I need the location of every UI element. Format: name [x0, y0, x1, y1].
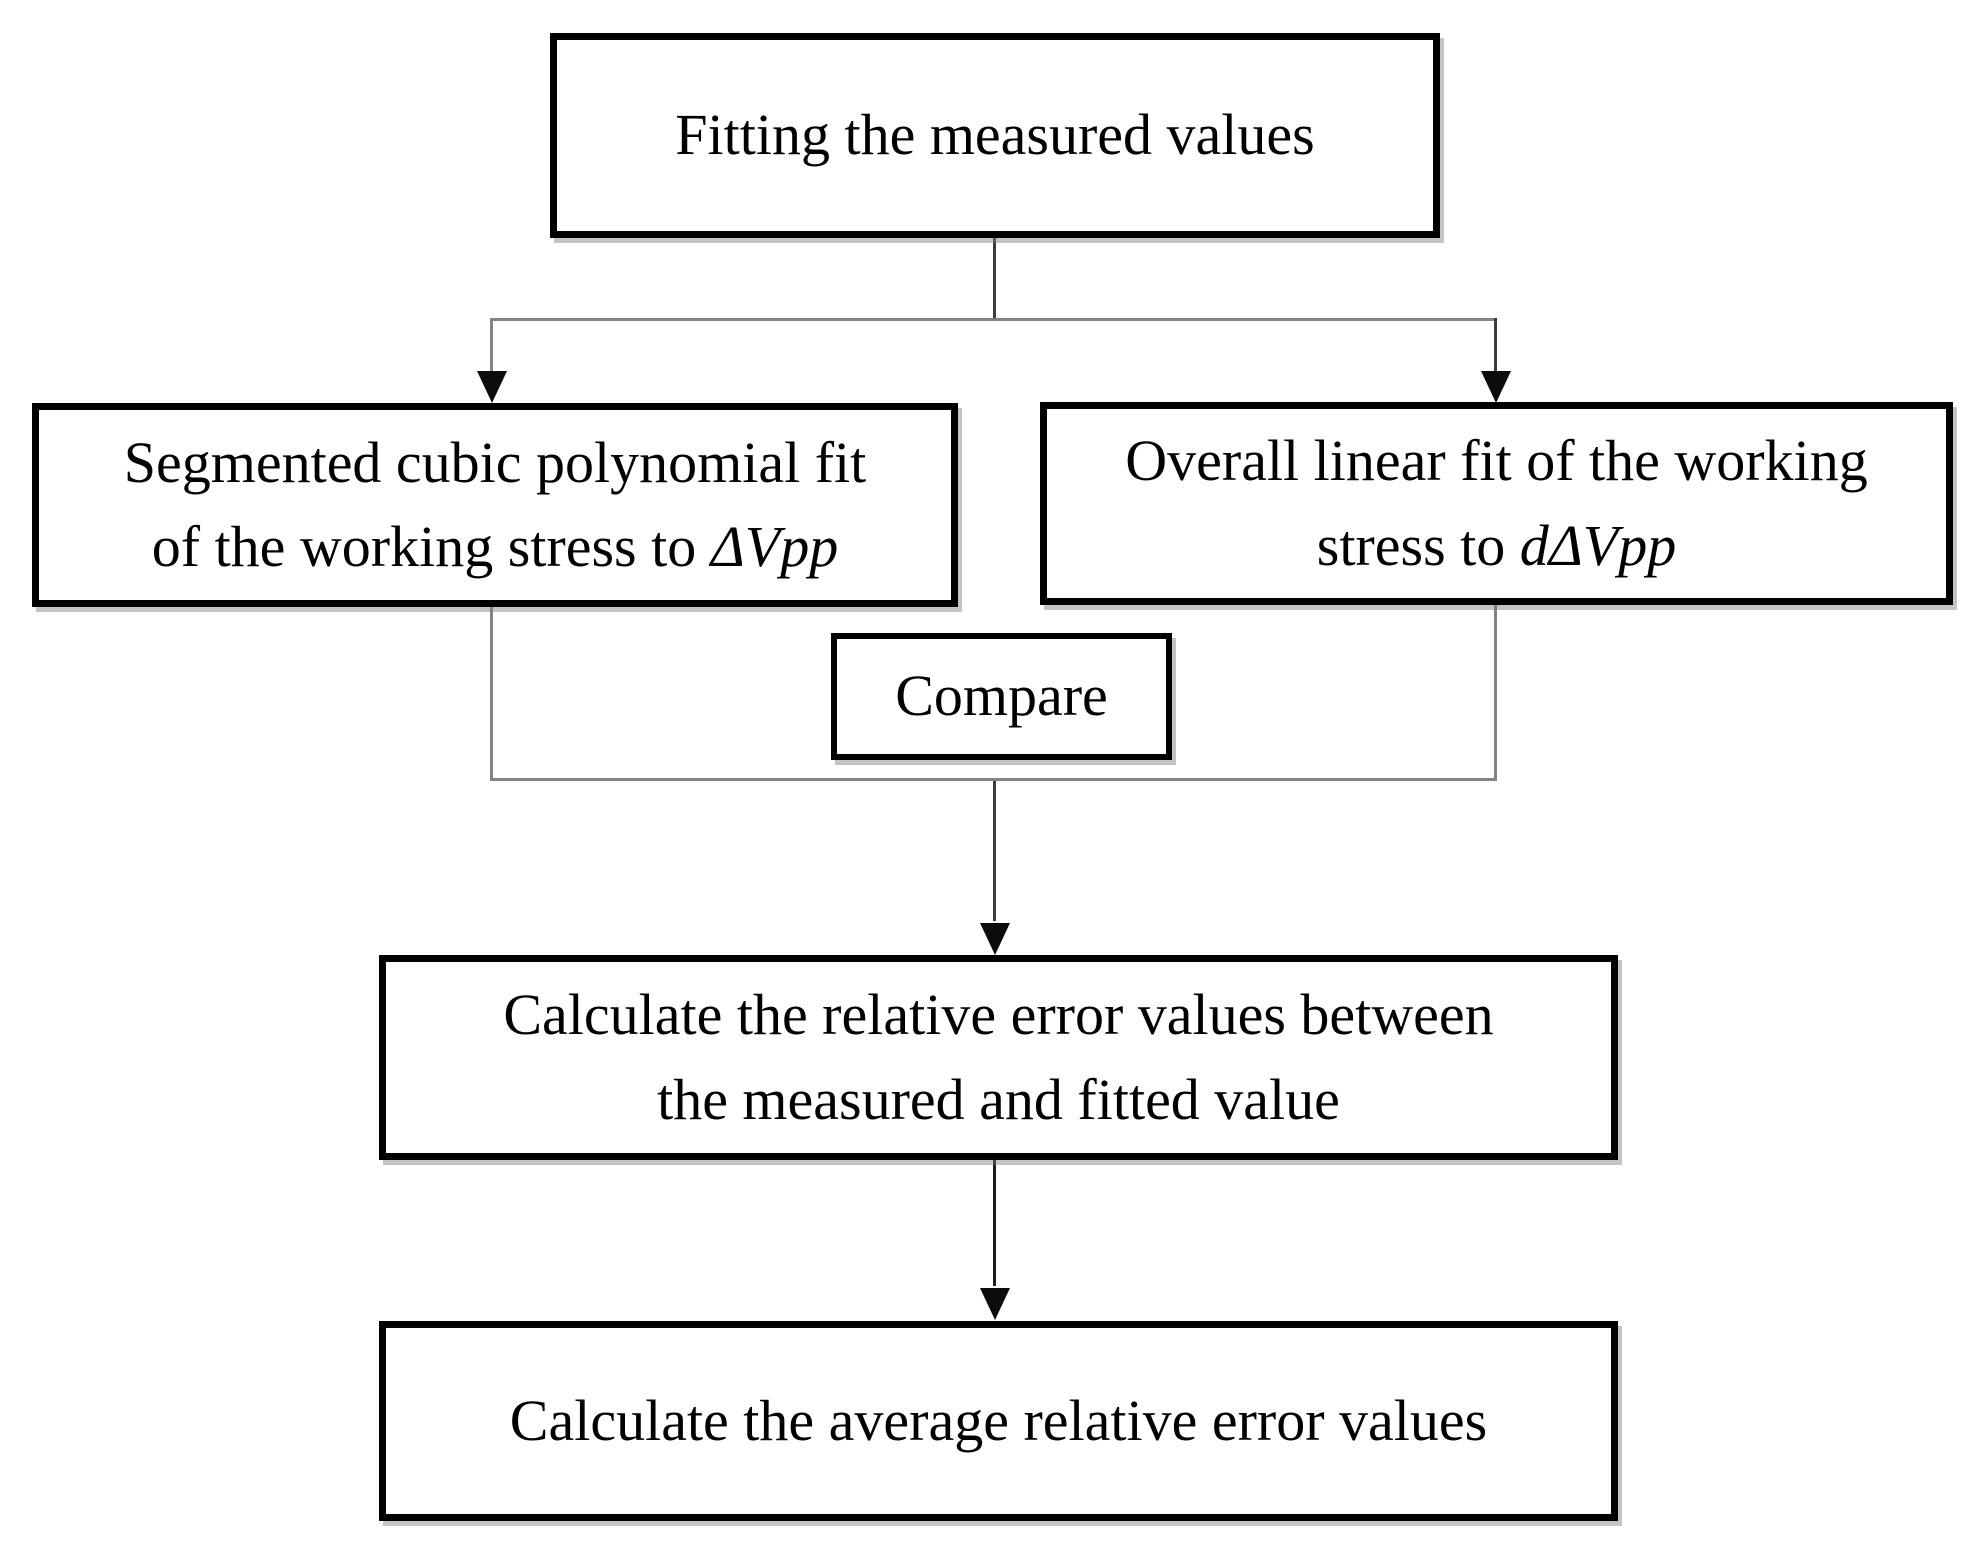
- node-label: Calculate the average relative error val…: [509, 1387, 1488, 1453]
- node-label: Compare: [895, 663, 1108, 729]
- node-label-line2: stress to dΔVpp: [1317, 504, 1676, 588]
- node-average-error: Calculate the average relative error val…: [379, 1321, 1618, 1521]
- node-label: Fitting the measured values: [675, 102, 1315, 168]
- node-compare: Compare: [831, 633, 1172, 760]
- arrow-down-right-icon: [1481, 371, 1511, 403]
- connector-join-horizontal: [490, 778, 1497, 781]
- node-label-line2-text: of the working stress to: [151, 514, 711, 579]
- math-delta-vpp: ΔVpp: [710, 514, 839, 579]
- node-label-line2: the measured and fitted value: [657, 1066, 1340, 1132]
- connector-drop-right: [1494, 318, 1497, 374]
- connector-join-right: [1494, 603, 1497, 781]
- node-label-line2-text: stress to: [1316, 512, 1520, 578]
- connector-stem-low: [993, 1158, 996, 1286]
- connector-drop-left: [490, 318, 493, 374]
- connector-split-horizontal: [490, 318, 1497, 321]
- node-overall-linear-fit: Overall linear fit of the working stress…: [1040, 402, 1953, 605]
- connector-stem-mid: [993, 781, 996, 921]
- node-segmented-cubic-fit: Segmented cubic polynomial fit of the wo…: [32, 403, 958, 607]
- math-d-delta-vpp: dΔVpp: [1519, 512, 1677, 578]
- arrow-down-low-icon: [980, 1288, 1010, 1320]
- arrow-down-left-icon: [477, 371, 507, 403]
- node-label-line1: Overall linear fit of the working: [1125, 428, 1868, 494]
- connector-stem-top: [993, 238, 996, 320]
- node-label-line1: Segmented cubic polynomial fit: [123, 429, 867, 495]
- node-relative-error: Calculate the relative error values betw…: [379, 955, 1618, 1160]
- arrow-down-mid-icon: [980, 923, 1010, 955]
- connector-join-left: [490, 605, 493, 781]
- node-fitting-measured-values: Fitting the measured values: [550, 33, 1440, 238]
- node-label-line2: of the working stress to ΔVpp: [152, 505, 838, 589]
- node-label-line1: Calculate the relative error values betw…: [503, 982, 1494, 1048]
